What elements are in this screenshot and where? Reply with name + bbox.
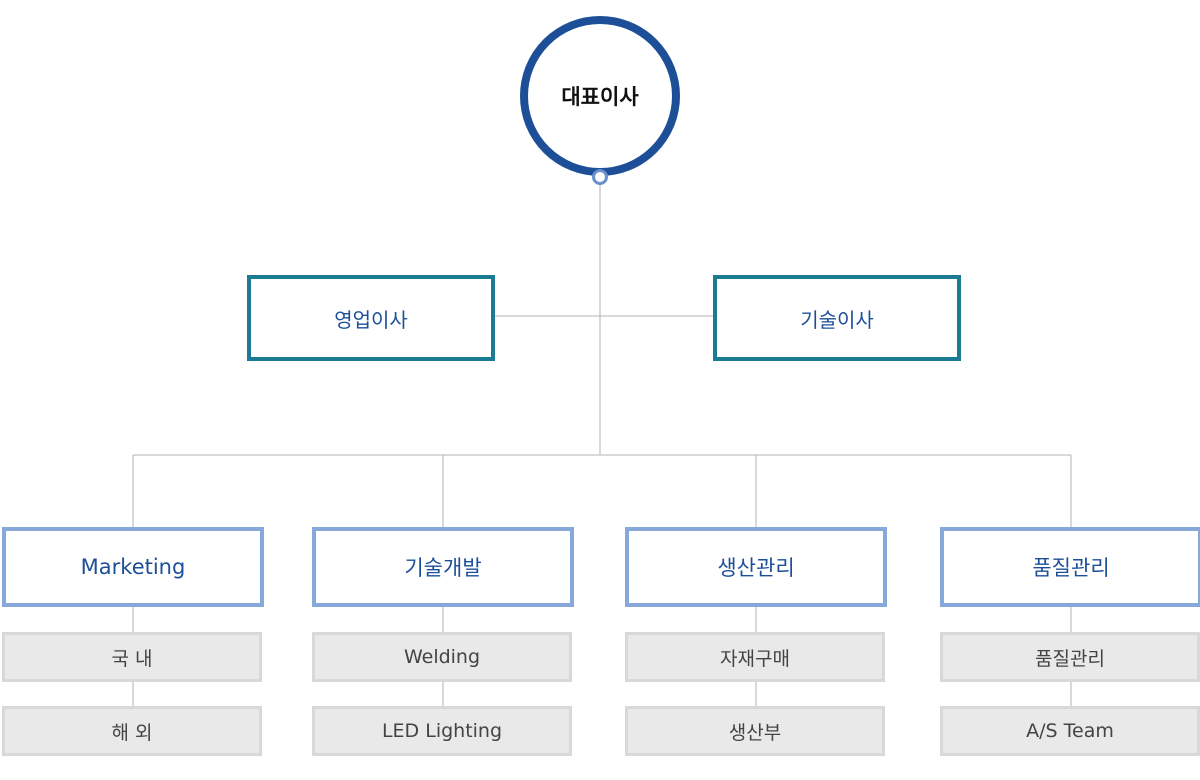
- team-node-led-lighting: LED Lighting: [312, 706, 572, 756]
- department-node-development: 기술개발: [312, 527, 574, 607]
- ceo-label: 대표이사: [561, 85, 639, 109]
- department-label: 생산관리: [717, 556, 795, 580]
- team-label: 해 외: [111, 721, 153, 744]
- team-node-overseas: 해 외: [2, 706, 262, 756]
- team-label: LED Lighting: [381, 720, 503, 742]
- director-node-sales: 영업이사: [247, 275, 495, 361]
- department-node-marketing: Marketing: [2, 527, 264, 607]
- director-node-technical: 기술이사: [713, 275, 961, 361]
- department-node-production: 생산관리: [625, 527, 887, 607]
- team-label: 자재구매: [720, 647, 790, 670]
- director-label: 기술이사: [800, 307, 874, 332]
- team-node-as-team: A/S Team: [940, 706, 1200, 756]
- department-label: 기술개발: [404, 556, 482, 580]
- team-node-welding: Welding: [312, 632, 572, 682]
- ceo-connector-dot: [592, 169, 608, 185]
- team-node-purchasing: 자재구매: [625, 632, 885, 682]
- department-node-quality: 품질관리: [940, 527, 1200, 607]
- department-label: 품질관리: [1032, 556, 1110, 580]
- team-label: Welding: [403, 646, 481, 668]
- ceo-node: 대표이사: [520, 16, 680, 176]
- director-label: 영업이사: [334, 307, 408, 332]
- department-label: Marketing: [80, 555, 186, 579]
- team-node-quality-control: 품질관리: [940, 632, 1200, 682]
- team-label: 생산부: [728, 721, 782, 744]
- team-label: 국 내: [111, 647, 153, 670]
- team-label: 품질관리: [1035, 647, 1105, 670]
- team-label: A/S Team: [1026, 720, 1114, 742]
- team-node-domestic: 국 내: [2, 632, 262, 682]
- team-node-production-unit: 생산부: [625, 706, 885, 756]
